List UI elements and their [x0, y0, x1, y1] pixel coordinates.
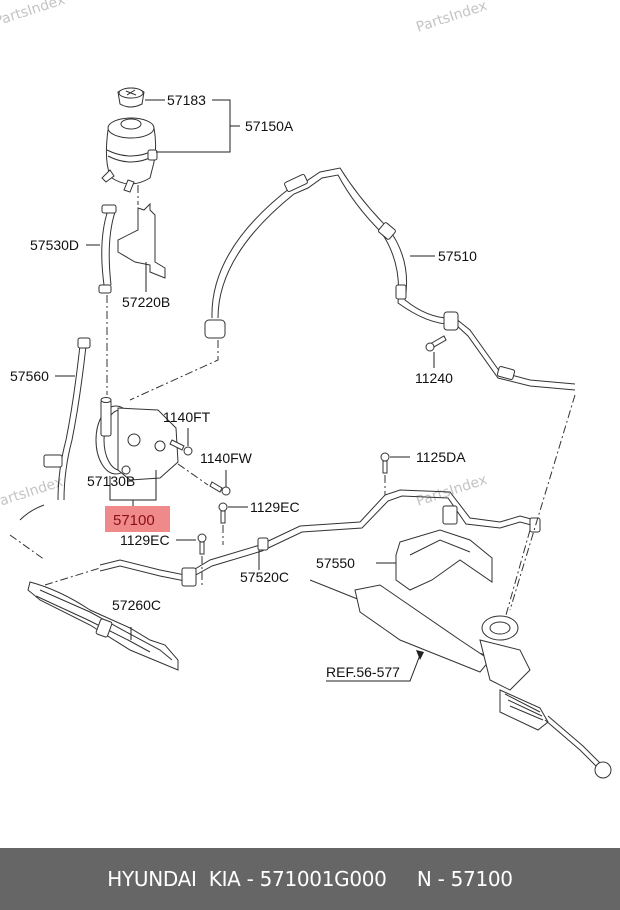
ref-leader — [326, 654, 421, 682]
label-57100[interactable]: 57100 — [113, 512, 155, 529]
reservoir-cap — [117, 87, 145, 108]
label-1140FT[interactable]: 1140FT — [163, 409, 211, 425]
suction-hose — [98, 204, 117, 294]
return-hose — [19, 337, 91, 521]
ref-link[interactable]: REF.56-577 — [326, 664, 400, 680]
label-57220B[interactable]: 57220B — [122, 294, 170, 310]
parts-diagram: PartsIndex PartsIndex PartsIndex PartsIn… — [0, 0, 612, 779]
heat-shield — [395, 529, 493, 591]
footer-bar: HYUNDAI KIA - 571001G000 N - 57100 — [0, 848, 620, 910]
bracket — [117, 202, 166, 279]
label-57560[interactable]: 57560 — [10, 368, 49, 384]
label-57130B[interactable]: 57130B — [87, 473, 135, 489]
label-57183[interactable]: 57183 — [167, 92, 206, 108]
bolt — [380, 452, 390, 474]
label-1129EC-upper[interactable]: 1129EC — [250, 499, 300, 515]
reservoir — [101, 117, 158, 193]
part-number-caption: HYUNDAI KIA - 571001G000 N - 57100 — [107, 867, 513, 891]
label-11240[interactable]: 11240 — [415, 370, 453, 386]
label-57530D[interactable]: 57530D — [30, 237, 79, 253]
label-57150A[interactable]: 57150A — [245, 118, 294, 134]
label-1140FW[interactable]: 1140FW — [200, 450, 253, 466]
bolt — [209, 481, 231, 496]
arrow-icon — [416, 650, 424, 660]
highlight-box — [105, 506, 170, 532]
label-1125DA[interactable]: 1125DA — [416, 449, 466, 465]
label-57520C[interactable]: 57520C — [240, 569, 289, 585]
watermark: PartsIndex — [414, 0, 489, 36]
bolt — [197, 533, 207, 555]
watermark: PartsIndex — [0, 474, 65, 512]
bolt — [425, 335, 447, 352]
highlight-57100[interactable]: 57100 — [105, 506, 170, 532]
label-1129EC-lower[interactable]: 1129EC — [120, 532, 170, 548]
pressure-hose — [204, 167, 576, 391]
cooler-pipe — [27, 581, 179, 671]
bolt — [218, 502, 228, 524]
label-57550[interactable]: 57260C — [112, 597, 161, 613]
return-pipe — [99, 489, 541, 587]
steering-gear — [309, 579, 612, 779]
label-57260C[interactable]: 57550 — [316, 555, 355, 571]
label-57510[interactable]: 57510 — [438, 248, 477, 264]
bolt — [169, 439, 193, 456]
watermark: PartsIndex — [0, 0, 67, 30]
power-steering-pump — [95, 397, 179, 481]
